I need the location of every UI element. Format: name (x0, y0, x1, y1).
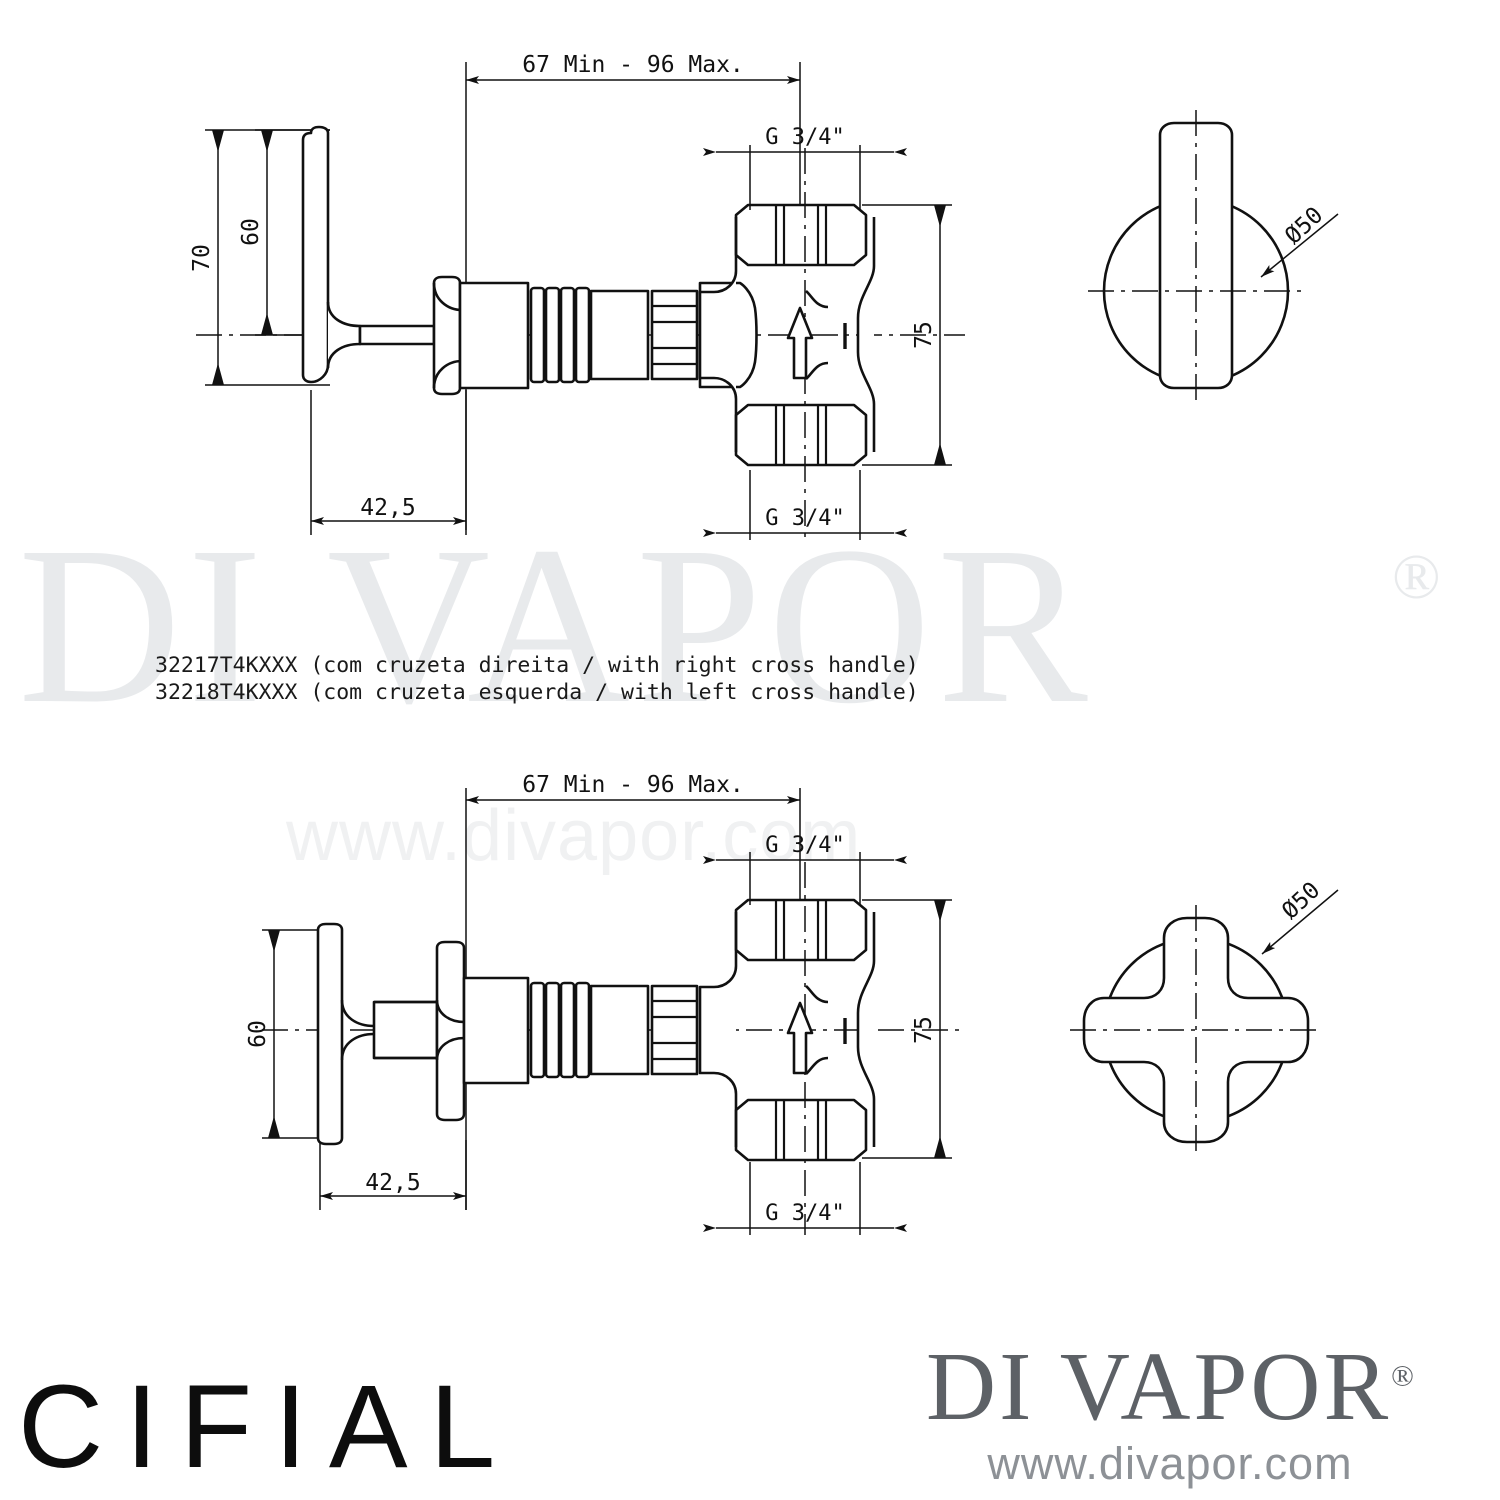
dim-depth-42-5 (310, 390, 467, 535)
dim-text-thread-bottom: G 3/4" (765, 506, 844, 531)
valve-body-right-outline (856, 217, 876, 452)
dim-height-60-bottom (262, 929, 330, 1139)
escutcheon-fillet-bottom (432, 359, 463, 389)
valve-body-right-outline-2 (856, 912, 876, 1147)
divapor-brand-text: DI VAPOR (926, 1333, 1392, 1440)
dim-body-height-75-bottom (862, 899, 952, 1159)
dim-text-body-75-bottom: 75 (911, 1016, 937, 1044)
valve-body-parting-line-top (805, 290, 829, 309)
ribbed-collar-2 (529, 981, 591, 1079)
escutcheon-flange-2 (435, 940, 466, 1122)
spindle-barrel-2 (589, 984, 650, 1076)
cross-handle-stem (372, 1000, 439, 1060)
flow-direction-arrow (786, 306, 814, 380)
dim-text-height-70: 70 (189, 244, 215, 272)
cross-handle-fillet-top (340, 999, 375, 1028)
escutcheon-fillet-bottom-2 (435, 1036, 465, 1061)
valve-body-outline-2 (698, 912, 738, 1147)
product-code-block: 32217T4KXXX (com cruzeta direita / with … (155, 652, 919, 706)
hexnut-top (734, 203, 868, 267)
dim-text-height-60-bottom: 60 (245, 1020, 271, 1048)
spindle-barrel (589, 289, 650, 381)
dim-text-dia50-cross: Ø50 (1277, 877, 1325, 924)
dim-text-depth-42-5: 42,5 (360, 495, 415, 521)
valve-body-parting-line-bottom-2 (805, 1056, 829, 1075)
dim-text-height-60: 60 (238, 218, 264, 246)
escutcheon-fillet-top (432, 282, 463, 312)
dim-text-thread-bottom-2: G 3/4" (765, 1201, 844, 1226)
dim-body-height-75 (862, 204, 952, 466)
dim-depth-42-5-bottom (319, 1140, 467, 1210)
lever-handle-inner-fillet (326, 301, 362, 369)
dim-text-projection-top: 67 Min - 96 Max. (522, 52, 744, 78)
dim-thread-top-2 (703, 852, 907, 905)
valve-body-parting-line-top-2 (805, 985, 829, 1004)
spindle-hex-section-2 (650, 984, 699, 1076)
dim-text-thread-top-2: G 3/4" (765, 833, 844, 858)
leader-dia50-cross (1261, 889, 1339, 955)
product-code-line-2: 32218T4KXXX (com cruzeta esquerda / with… (155, 680, 919, 705)
escutcheon-flange (432, 275, 462, 396)
valve-body-parting-line-bottom (805, 361, 829, 380)
watermark-registered-icon: ® (1392, 541, 1441, 612)
registered-trademark-icon: ® (1391, 1359, 1414, 1393)
divapor-logo-text: DI VAPOR® (860, 1337, 1480, 1437)
hexnut-bottom-2 (734, 1098, 868, 1162)
dim-thread-bottom-2 (703, 1162, 907, 1235)
escutcheon-barrel (458, 281, 530, 390)
escutcheon-fillet-top-2 (435, 999, 465, 1024)
divapor-logo: DI VAPOR® www.divapor.com (860, 1337, 1480, 1489)
cross-handle-fillet-bottom (340, 1032, 375, 1061)
lever-stem (358, 324, 436, 346)
leader-dia50-lever (1260, 213, 1339, 278)
dim-text-depth-42-5-bottom: 42,5 (365, 1170, 420, 1196)
dim-text-projection-bottom: 67 Min - 96 Max. (522, 772, 744, 798)
hexnut-top-2 (734, 898, 868, 962)
valve-body-outline (698, 217, 738, 452)
dim-text-body-75: 75 (911, 321, 937, 349)
dim-text-dia50-lever: Ø50 (1280, 202, 1328, 249)
ribbed-collar (529, 286, 591, 384)
dim-text-thread-top: G 3/4" (765, 125, 844, 150)
flow-direction-arrow-2 (786, 1001, 814, 1075)
hexnut-bottom (734, 403, 868, 467)
lever-handle-profile (301, 125, 330, 384)
cifial-logo: CIFIAL (18, 1361, 518, 1493)
escutcheon-barrel-2 (462, 976, 530, 1085)
divapor-url-text: www.divapor.com (987, 1437, 1353, 1489)
spindle-hex-section (650, 289, 699, 381)
cross-handle-bar (316, 922, 344, 1146)
product-code-line-1: 32217T4KXXX (com cruzeta direita / with … (155, 653, 919, 678)
